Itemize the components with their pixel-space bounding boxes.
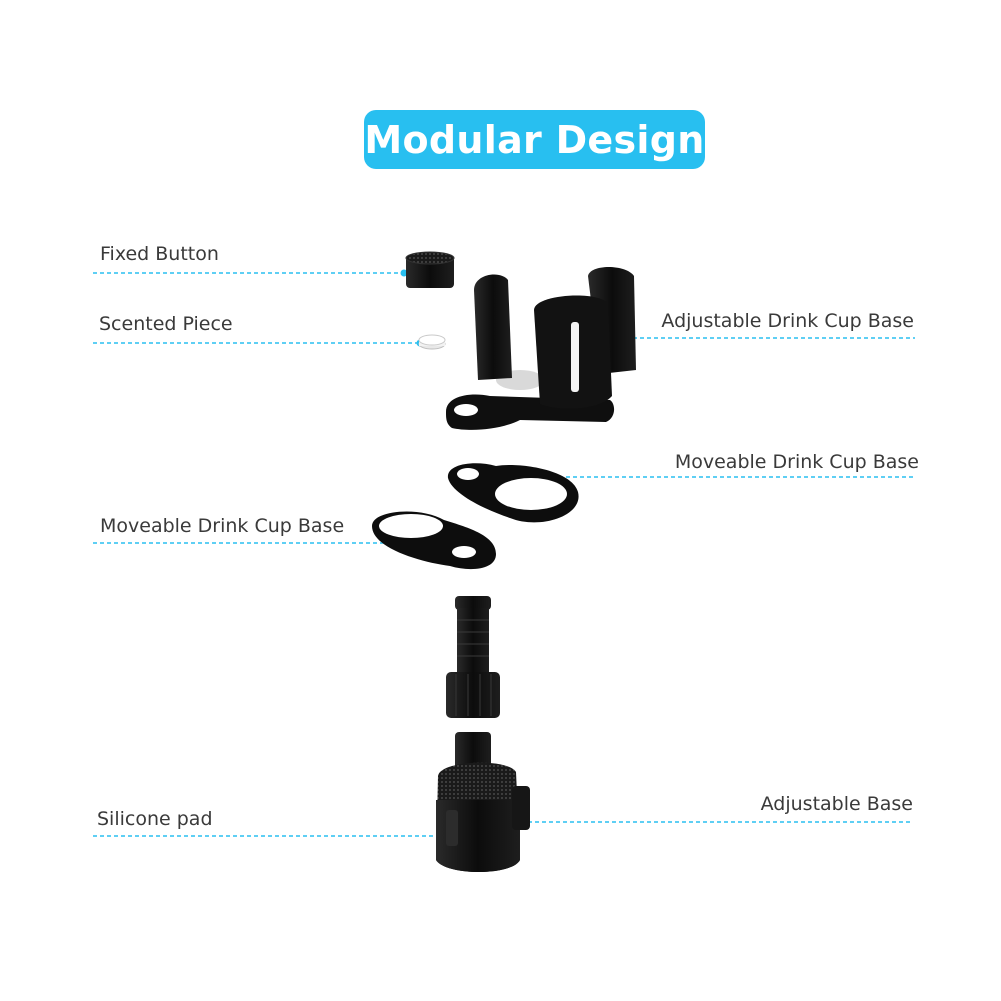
title-badge: Modular Design	[364, 110, 705, 169]
extension-pole-part	[446, 596, 500, 718]
scented-piece-part	[418, 334, 446, 350]
moveable-drink-cup-base-right-part	[447, 463, 579, 523]
label-adjustable-base: Adjustable Base	[760, 793, 913, 815]
label-fixed-button: Fixed Button	[100, 243, 219, 265]
fixed-button-part	[405, 251, 455, 288]
label-moveable-drink-cup-base-right: Moveable Drink Cup Base	[674, 451, 919, 473]
label-adjustable-drink-cup-base: Adjustable Drink Cup Base	[661, 310, 914, 332]
label-silicone-pad: Silicone pad	[97, 808, 213, 830]
moveable-drink-cup-base-left-part	[372, 511, 496, 570]
label-moveable-drink-cup-base-left: Moveable Drink Cup Base	[100, 515, 345, 537]
page-title: Modular Design	[364, 117, 705, 162]
adjustable-base-part	[436, 732, 530, 872]
adjustable-drink-cup-base-part	[446, 267, 636, 430]
leader-lines	[93, 272, 915, 837]
label-scented-piece: Scented Piece	[99, 313, 233, 335]
